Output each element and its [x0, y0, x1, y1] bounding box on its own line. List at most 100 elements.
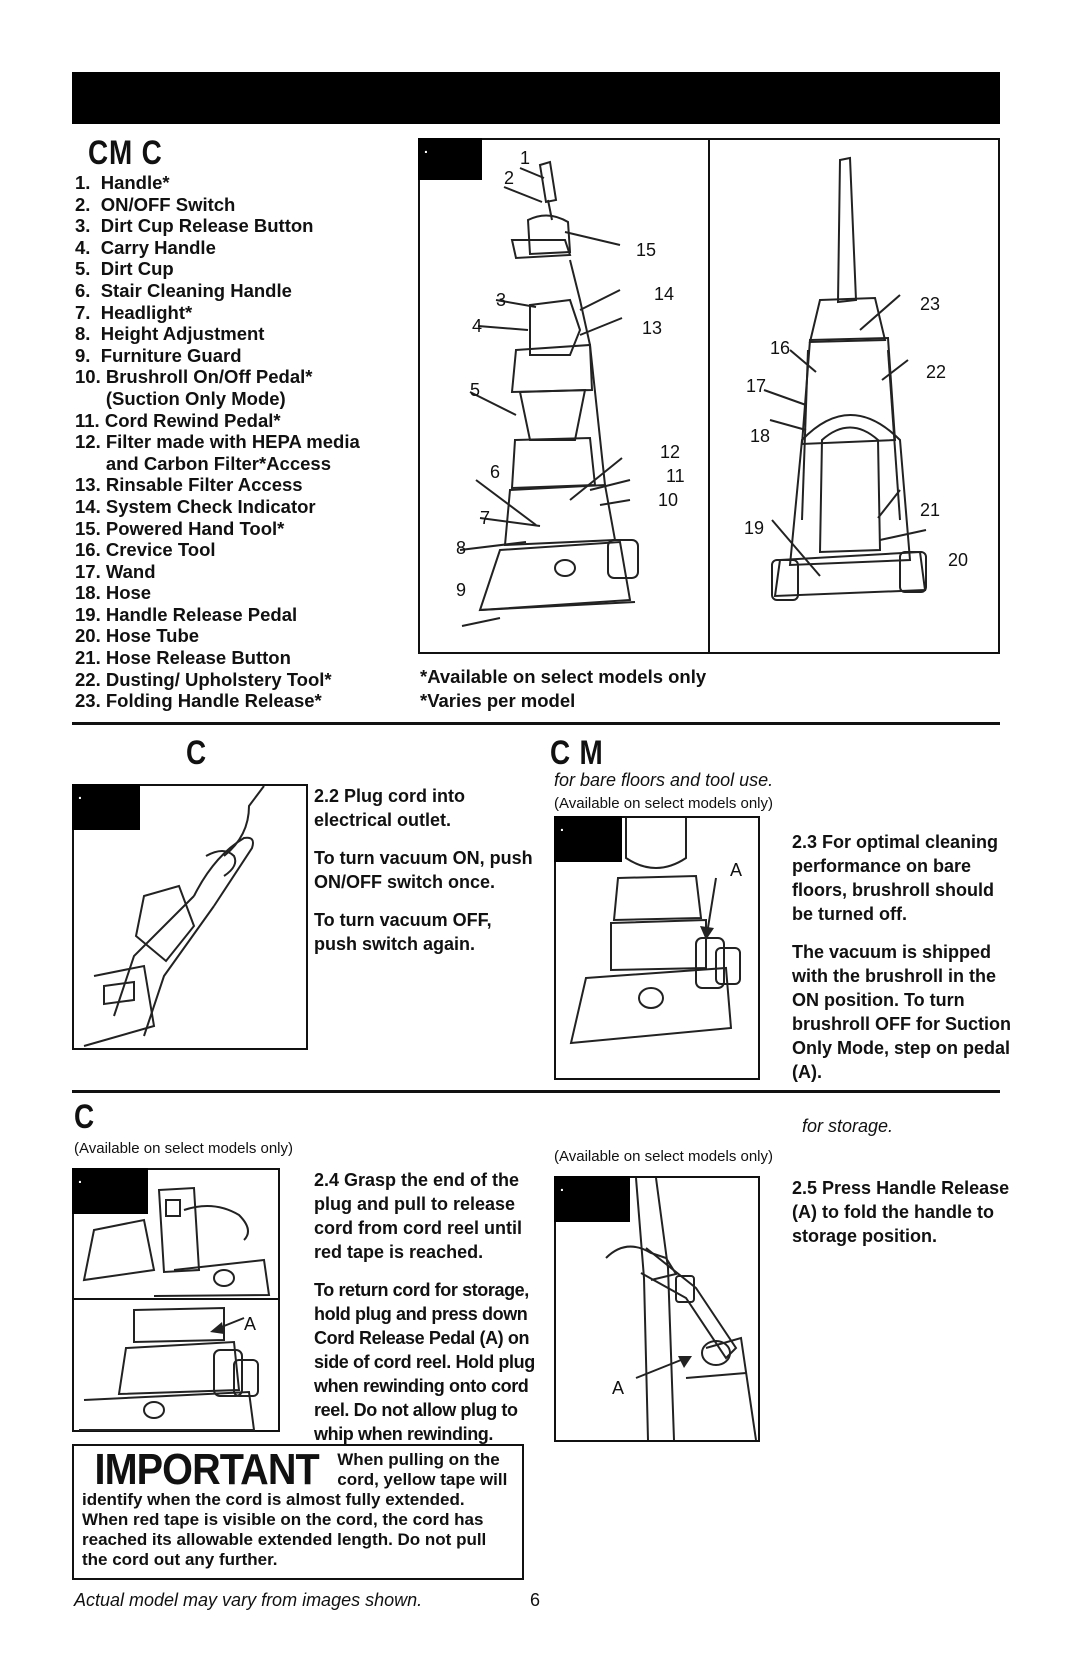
callout-label: 2 — [504, 168, 515, 188]
callout-label: 12 — [660, 442, 681, 462]
section-subtitle: for storage. — [802, 1116, 894, 1136]
parts-list-item: 23. Folding Handle Release* — [75, 690, 322, 712]
section-heading: C M — [550, 734, 604, 772]
parts-list-item: 1. Handle* — [75, 172, 170, 193]
handle-release-illustration — [605, 1177, 757, 1441]
footnote-available: *Available on select models only — [420, 666, 707, 687]
page-number: 6 — [530, 1590, 541, 1610]
callout-label: 9 — [456, 580, 467, 600]
figure-cord-release: . A — [72, 1168, 280, 1432]
important-text: When pulling on the cord, yellow tape wi… — [82, 1450, 508, 1569]
figure-on-switch: . — [72, 784, 308, 1050]
parts-list-item: 12. Filter made with HEPA media — [75, 431, 360, 453]
callout-label: 16 — [770, 338, 791, 358]
off-text: To turn vacuum OFF, push switch again. — [314, 910, 492, 954]
availability-note: (Available on select models only) — [554, 795, 774, 812]
callout-label: 14 — [654, 284, 675, 304]
parts-list-item: 11. Cord Rewind Pedal* — [75, 409, 281, 431]
parts-list-item: 3. Dirt Cup Release Button — [75, 215, 314, 237]
parts-list-item: 14. System Check Indicator — [75, 495, 316, 517]
parts-list-item: 13. Rinsable Filter Access — [75, 474, 303, 496]
parts-list-item: 17. Wand — [75, 560, 156, 582]
diagram-divider — [708, 140, 710, 652]
callout-label: 4 — [472, 316, 483, 336]
footnote-varies: *Varies per model — [420, 690, 576, 711]
parts-list-item: 9. Furniture Guard — [75, 344, 242, 366]
callout-a: A — [244, 1314, 257, 1334]
callout-label: 11 — [666, 466, 685, 486]
figure-tag: . — [72, 784, 140, 830]
footer-note: Actual model may vary from images shown. — [74, 1590, 423, 1610]
callout-label: 7 — [480, 508, 491, 528]
parts-list-item: 21. Hose Release Button — [75, 647, 291, 669]
parts-list-item: 5. Dirt Cup — [75, 258, 174, 280]
parts-list-item: 4. Carry Handle — [75, 236, 216, 258]
step-text: 2.3 For optimal cleaning performance on … — [792, 832, 999, 924]
section-heading: C — [186, 734, 207, 772]
callout-label: 8 — [456, 538, 467, 558]
on-text: To turn vacuum ON, push ON/OFF switch on… — [314, 848, 533, 892]
hand-on-handle-illustration — [83, 785, 265, 1047]
callout-label: 1 — [520, 148, 531, 168]
figure-divider — [74, 1298, 278, 1300]
parts-list-item: 20. Hose Tube — [75, 625, 200, 647]
parts-list-item: 7. Headlight* — [75, 301, 193, 323]
important-word: IMPORTANT — [94, 1445, 319, 1494]
callout-label: 5 — [470, 380, 481, 400]
divider — [72, 722, 1000, 725]
availability-note: (Available on select models only) — [74, 1140, 294, 1157]
callout-label: 23 — [920, 294, 941, 314]
divider — [72, 1090, 1000, 1093]
callout-label: 15 — [636, 240, 657, 260]
callout-label: 10 — [658, 490, 679, 510]
callout-label: 20 — [948, 550, 969, 570]
parts-list-item: 22. Dusting/ Upholstery Tool* — [75, 668, 332, 690]
important-notice: IMPORTANT When pulling on the cord, yell… — [72, 1444, 524, 1580]
important-body: IMPORTANT When pulling on the cord, yell… — [82, 1445, 514, 1570]
header-bar — [72, 72, 1000, 124]
callout-label: 13 — [642, 318, 663, 338]
parts-list-item: 15. Powered Hand Tool* — [75, 517, 285, 539]
parts-list-item: and Carbon Filter*Access — [75, 452, 331, 474]
mode-body: The vacuum is shipped with the brushroll… — [792, 942, 1011, 1082]
callout-a: A — [612, 1378, 625, 1398]
step-text: 2.2 Plug cord into electrical outlet. — [314, 786, 466, 830]
figure-tag: . — [72, 1168, 148, 1214]
figure-handle-release: . A — [554, 1176, 760, 1442]
parts-list-item: 10. Brushroll On/Off Pedal* — [75, 366, 313, 388]
figure-tag: . — [418, 138, 482, 180]
on-instructions: 2.2 Plug cord into electrical outlet. To… — [314, 784, 534, 970]
parts-list-item: 2. ON/OFF Switch — [75, 193, 236, 215]
parts-list-item: (Suction Only Mode) — [75, 387, 286, 409]
callout-label: 6 — [490, 462, 501, 482]
step-text: 2.5 Press Handle Release (A) to fold the… — [792, 1178, 1010, 1246]
component-diagram: . — [418, 138, 1000, 654]
section-heading: C — [74, 1098, 95, 1136]
callout-label: 21 — [920, 500, 941, 520]
fold-instructions: 2.5 Press Handle Release (A) to fold the… — [792, 1176, 1018, 1262]
parts-list-item: 8. Height Adjustment — [75, 323, 265, 345]
cord-body: To return cord for storage, hold plug an… — [314, 1280, 535, 1444]
callout-label: 22 — [926, 362, 947, 382]
parts-list-item: 19. Handle Release Pedal — [75, 603, 298, 625]
components-heading: CM C — [88, 134, 163, 172]
callout-label: 18 — [750, 426, 771, 446]
figure-brushroll-pedal: . A — [554, 816, 760, 1080]
vacuum-front-illustration — [459, 160, 639, 627]
cord-instructions: 2.4 Grasp the end of the plug and pull t… — [314, 1168, 538, 1460]
parts-list-item: 16. Crevice Tool — [75, 539, 216, 561]
availability-note: (Available on select models only) — [554, 1148, 774, 1165]
brushroll-pedal-illustration — [569, 818, 741, 1045]
figure-tag: . — [554, 816, 622, 862]
callout-label: 19 — [744, 518, 765, 538]
cord-release-illustration — [79, 1186, 271, 1431]
vacuum-back-illustration — [763, 156, 927, 601]
parts-list-item: 18. Hose — [75, 582, 152, 604]
parts-list: 1. Handle* 2. ON/OFF Switch 3. Dirt Cup … — [75, 172, 360, 712]
figure-tag: . — [554, 1176, 630, 1222]
mode-instructions: 2.3 For optimal cleaning performance on … — [792, 830, 1018, 1098]
callout-label: 17 — [746, 376, 767, 396]
callout-a: A — [730, 860, 743, 880]
step-text: 2.4 Grasp the end of the plug and pull t… — [314, 1170, 523, 1262]
section-subtitle: for bare floors and tool use. — [554, 770, 774, 790]
